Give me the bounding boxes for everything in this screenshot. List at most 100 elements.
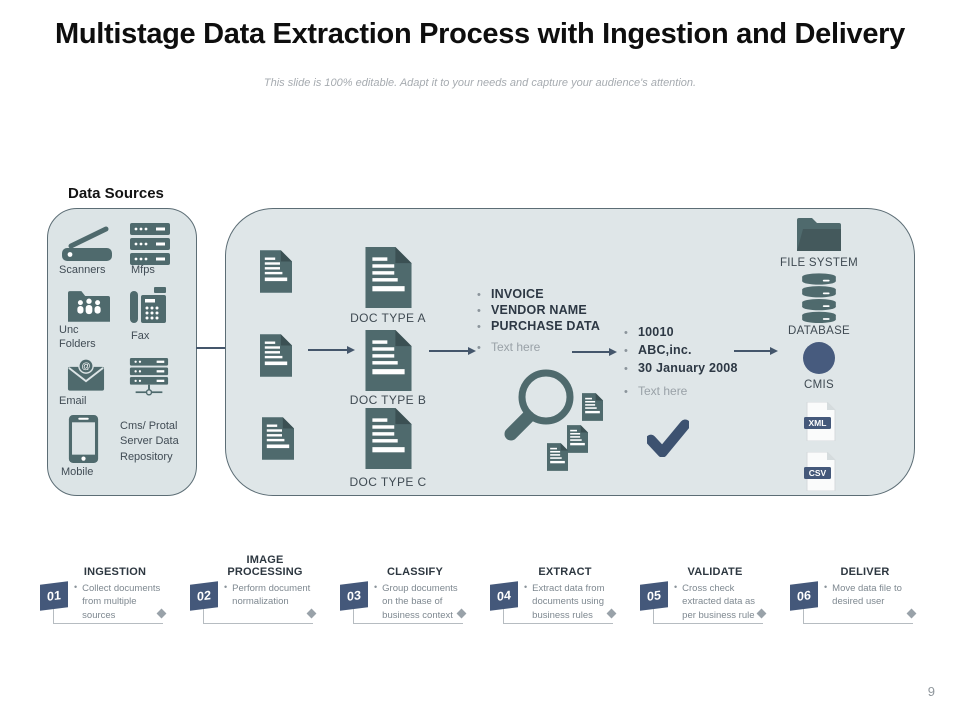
step-connector-line — [803, 609, 804, 623]
flow-arrow-ingest-to-classify — [308, 346, 355, 354]
mobile-icon — [68, 415, 99, 463]
bullet-icon: • — [624, 327, 628, 339]
bullet-icon: • — [477, 321, 481, 333]
step-number-badge: 06 — [790, 581, 818, 611]
step-connector-line — [503, 609, 504, 623]
checkmark-icon — [647, 419, 689, 457]
bullet-icon: • — [624, 345, 628, 357]
step-number-badge: 02 — [190, 581, 218, 611]
step-connector-line — [803, 623, 913, 624]
database-icon — [800, 273, 838, 323]
classified-fields-list: •INVOICE •VENDOR NAME •PURCHASE DATA •Te… — [477, 287, 600, 356]
step-connector-line — [353, 609, 354, 623]
document-icon — [547, 443, 568, 471]
doc-type-b-label: DOC TYPE B — [349, 393, 427, 407]
data-sources-heading: Data Sources — [68, 185, 164, 202]
step-connector-line — [53, 623, 163, 624]
step-description: Cross check extracted data as per busine… — [682, 583, 756, 621]
data-source-label: Scanners — [59, 264, 106, 276]
document-icon — [262, 417, 294, 460]
bullet-icon: • — [524, 582, 528, 592]
data-source-label: Cms/ Protal Server Data Repository — [120, 420, 179, 463]
doc-type-c-label: DOC TYPE C — [349, 475, 427, 489]
step-description: Move data file to desired user — [832, 583, 902, 608]
magnifier-icon — [499, 367, 577, 447]
step-validate: VALIDATE 05 •Cross check extracted data … — [640, 552, 790, 632]
file-system-label: FILE SYSTEM — [779, 257, 859, 269]
step-description: Collect documents from multiple sources — [82, 583, 161, 621]
extracted-values-list: •10010 •ABC,inc. •30 January 2008 •Text … — [624, 325, 738, 402]
step-title: DELIVER — [840, 566, 890, 579]
document-icon — [582, 393, 603, 421]
step-title: IMAGE PROCESSING — [227, 553, 303, 579]
data-source-label: Unc Folders — [59, 324, 96, 351]
field-item: PURCHASE DATA — [491, 319, 601, 333]
data-sources-panel: Scanners Mfps — [47, 208, 197, 496]
step-connector-line — [353, 623, 463, 624]
field-item: INVOICE — [491, 287, 544, 301]
bullet-icon: • — [224, 582, 228, 592]
value-item: 10010 — [638, 325, 674, 339]
value-item: 30 January 2008 — [638, 361, 738, 375]
placeholder-text: Text here — [638, 384, 688, 398]
doc-type-b-icon — [365, 330, 412, 391]
bullet-icon: • — [374, 582, 378, 592]
document-icon — [260, 250, 292, 293]
step-connector-line — [653, 623, 763, 624]
step-connector-line — [53, 609, 54, 623]
step-description: Extract data from documents using busine… — [532, 583, 605, 621]
step-classify: CLASSIFY 03 •Group documents on the base… — [340, 552, 490, 632]
server-icon — [128, 357, 170, 399]
flow-arrow-values-to-delivery — [734, 347, 778, 355]
step-image-processing: IMAGE PROCESSING 02 • Perform document no… — [190, 552, 340, 632]
bullet-icon: • — [477, 342, 481, 354]
document-icon — [567, 425, 588, 453]
fax-icon — [130, 286, 166, 326]
doc-type-a-label: DOC TYPE A — [350, 311, 426, 325]
step-connector-line — [203, 609, 204, 623]
step-connector-line — [503, 623, 613, 624]
step-title: EXTRACT — [538, 566, 592, 579]
step-title: CLASSIFY — [387, 566, 443, 579]
page-number: 9 — [927, 684, 935, 699]
step-connector-line — [653, 609, 654, 623]
doc-type-a-icon — [365, 247, 412, 308]
data-source-label: Mfps — [131, 264, 155, 276]
bullet-icon: • — [477, 289, 481, 301]
placeholder-text: Text here — [491, 340, 541, 354]
csv-file-icon: CSV — [804, 452, 837, 491]
step-connector-line — [203, 623, 313, 624]
scanner-icon — [60, 225, 116, 265]
document-icon — [260, 334, 292, 377]
data-source-label: Email — [59, 395, 87, 407]
folder-users-icon — [68, 289, 110, 322]
data-source-label: Mobile — [61, 466, 94, 478]
step-deliver: DELIVER 06 • Move data file to desired us… — [790, 552, 940, 632]
email-icon: @ — [67, 358, 105, 392]
step-ingestion: INGESTION 01 •Collect documents from mul… — [40, 552, 190, 632]
mfp-icon — [130, 223, 170, 267]
bullet-icon: • — [624, 363, 628, 375]
step-number-badge: 05 — [640, 581, 668, 611]
cmis-label: CMIS — [804, 379, 834, 391]
bullet-icon: • — [74, 582, 78, 592]
step-extract: EXTRACT 04 • Extract data from documents … — [490, 552, 640, 632]
field-item: VENDOR NAME — [491, 303, 587, 317]
data-source-label: Fax — [131, 330, 150, 342]
step-title: INGESTION — [83, 566, 147, 579]
page-subtitle: This slide is 100% editable. Adapt it to… — [263, 77, 697, 89]
xml-badge-text: XML — [809, 418, 827, 428]
bullet-icon: • — [824, 582, 828, 592]
pipeline-panel: DOC TYPE A DOC TYPE B DOC TYPE C • INVOIC… — [225, 208, 915, 496]
page-title: Multistage Data Extraction Process with … — [54, 18, 905, 50]
milestone-diamond-icon — [306, 608, 317, 619]
bullet-icon: • — [624, 386, 628, 398]
svg-text:@: @ — [81, 361, 90, 371]
step-description: Group documents on the base of business … — [382, 583, 458, 621]
step-number-badge: 04 — [490, 581, 518, 611]
step-title: VALIDATE — [687, 566, 743, 579]
doc-type-c-icon — [365, 408, 412, 469]
flow-arrow-extract-to-values — [572, 348, 617, 356]
step-description: Perform document normalization — [232, 583, 311, 608]
